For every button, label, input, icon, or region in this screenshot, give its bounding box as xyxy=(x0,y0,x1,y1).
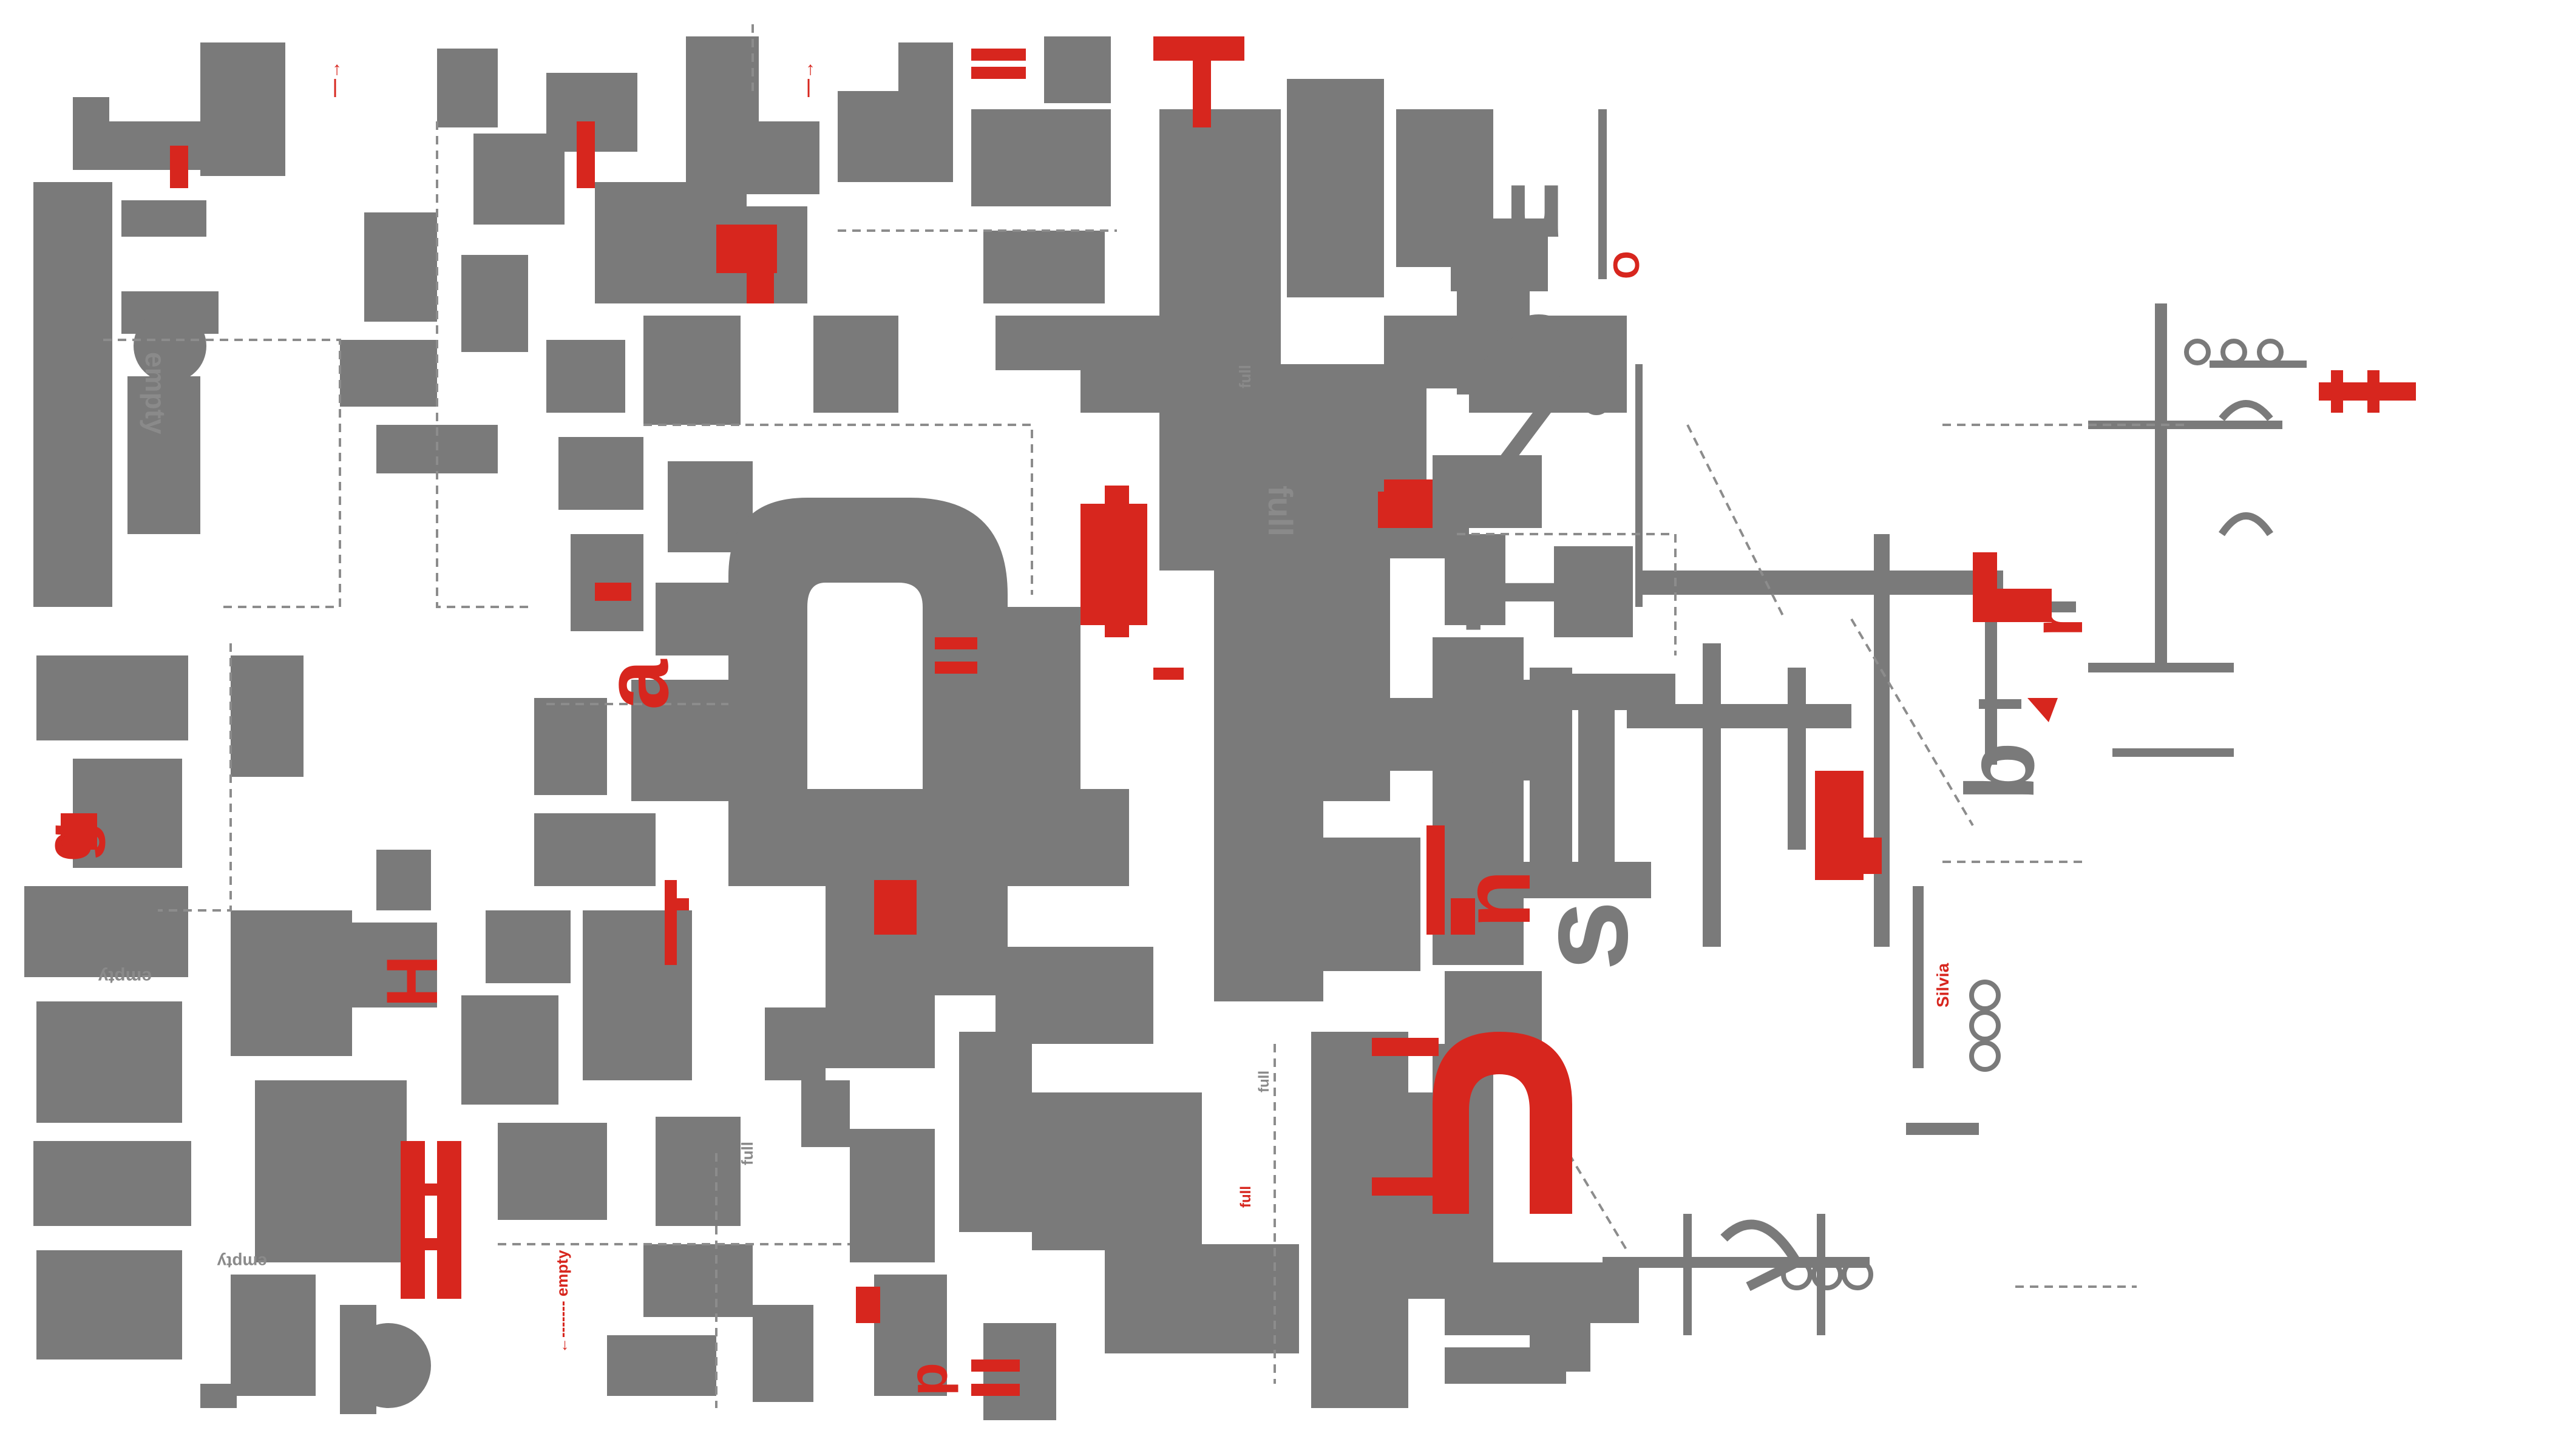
label-full-4: full xyxy=(1238,1186,1254,1208)
glyph-m: m xyxy=(1426,681,1562,789)
grey-labyrinth xyxy=(24,36,1675,1420)
label-empty-vertical: empty xyxy=(140,352,171,435)
glyph-s: s xyxy=(1511,900,1654,971)
label-empty-small-2: empty xyxy=(217,1253,267,1271)
right-line-drawing xyxy=(1464,109,2307,1335)
label-silvia: Silvia xyxy=(1933,963,1952,1007)
label-empty-small-1: empty xyxy=(98,967,152,987)
glyph-O: O xyxy=(1606,251,1647,279)
left-column-block xyxy=(33,182,112,607)
glyph-b: b xyxy=(1945,742,2054,801)
glyph-a: a xyxy=(585,659,687,710)
label-full-3: full xyxy=(738,1142,756,1165)
label-empty-bottom: ←------- empty xyxy=(553,1250,571,1353)
glyph-p: p xyxy=(898,1363,959,1396)
dashed-paths xyxy=(103,24,2185,1408)
glyph-r: r xyxy=(2017,609,2098,637)
glyph-n: n xyxy=(1442,869,1550,929)
red-overprint xyxy=(61,36,2416,1396)
glyph-u: u xyxy=(1505,149,1565,257)
labels: empty empty empty ←------- empty full fu… xyxy=(31,61,2098,1396)
glyph-H: H xyxy=(371,955,453,1007)
label-full-5: full xyxy=(1256,1071,1272,1092)
glyph-g: g xyxy=(31,821,106,862)
central-spine-lower xyxy=(1311,1032,1408,1408)
label-arrow-top-2: —→ xyxy=(798,61,818,97)
red-ladder xyxy=(401,1141,425,1299)
red-letterform-o xyxy=(1433,1032,1572,1214)
label-full-1: full xyxy=(1261,486,1300,537)
label-full-2: full xyxy=(1236,365,1254,388)
glyph-T: T xyxy=(1439,554,1581,631)
label-arrow-top-1: —→ xyxy=(324,61,344,97)
